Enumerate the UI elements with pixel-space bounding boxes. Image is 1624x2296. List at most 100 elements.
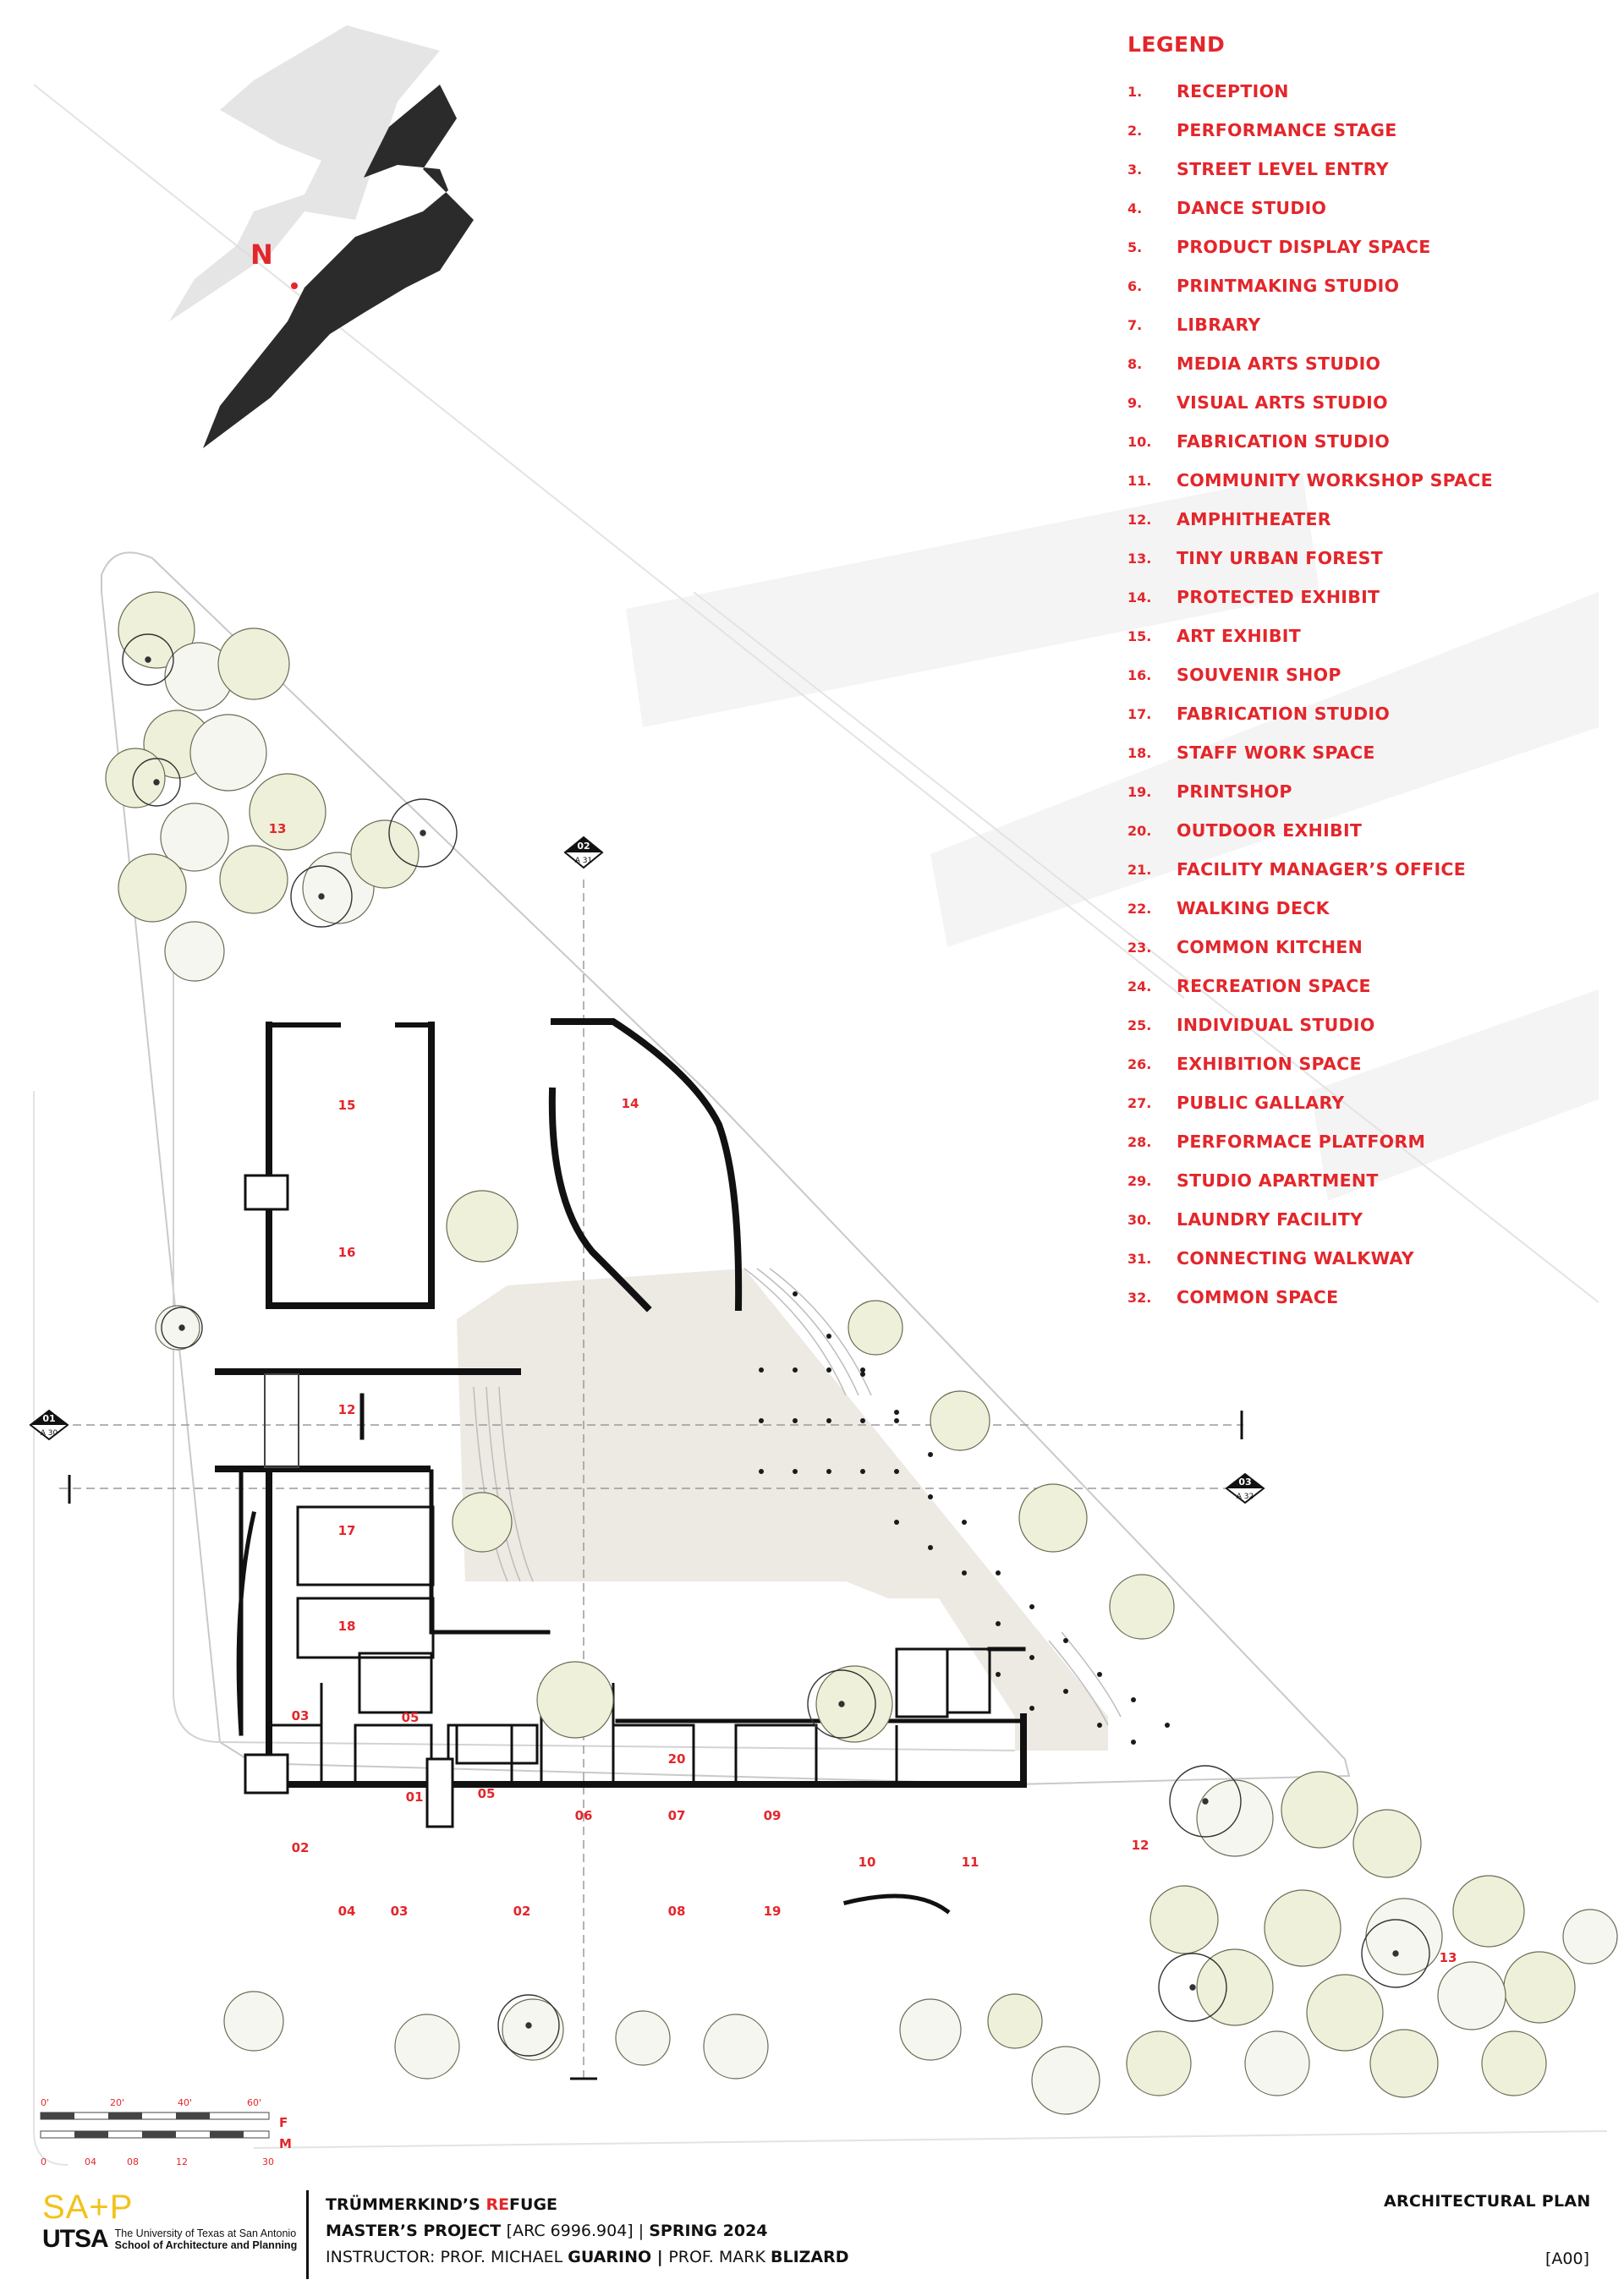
- legend-item-number: 3.: [1127, 161, 1143, 178]
- scale-bar: 0' 20' 40' 60' F M 0 04 08 12 30: [40, 2097, 292, 2167]
- room-label: 07: [668, 1808, 686, 1823]
- legend-item-label: RECREATION SPACE: [1177, 976, 1371, 996]
- legend-item-number: 15.: [1127, 627, 1152, 644]
- room-label: 02: [513, 1904, 531, 1919]
- legend-item-number: 30.: [1127, 1211, 1152, 1228]
- column-grid: [759, 1291, 1170, 1745]
- legend-item-number: 5.: [1127, 238, 1143, 255]
- room-label: 10: [859, 1855, 876, 1870]
- legend-item: 29. STUDIO APARTMENT: [1127, 1161, 1601, 1200]
- legend-item: 10.FABRICATION STUDIO: [1127, 422, 1601, 461]
- legend-item-number: 12.: [1127, 511, 1152, 528]
- room-label: 04: [338, 1904, 356, 1919]
- legend-item: 27.PUBLIC GALLARY: [1127, 1083, 1601, 1122]
- section-marker-01: 01 A 30: [29, 1409, 69, 1441]
- legend-item-number: 29.: [1127, 1172, 1152, 1189]
- room-label: 13: [269, 821, 287, 836]
- legend-item: 15. ART EXHIBIT: [1127, 616, 1601, 655]
- legend-item: 4.DANCE STUDIO: [1127, 189, 1601, 227]
- legend-item-label: PROTECTED EXHIBIT: [1177, 587, 1380, 607]
- svg-text:A 32: A 32: [1237, 1493, 1254, 1501]
- legend-item-label: STAFF WORK SPACE: [1177, 743, 1375, 763]
- ghost-bird-shape: [169, 25, 440, 321]
- legend-item-label: PUBLIC GALLARY: [1177, 1093, 1345, 1113]
- north-arrow-bird: N: [169, 25, 474, 448]
- legend-item-label: ART EXHIBIT: [1177, 626, 1301, 646]
- context-ghost-shapes: [626, 474, 1599, 1201]
- legend-item-number: 13.: [1127, 550, 1152, 567]
- project-course: MASTER’S PROJECT [ARC 6996.904] | SPRING…: [326, 2222, 768, 2240]
- legend-item: 25. INDIVIDUAL STUDIO: [1127, 1006, 1601, 1044]
- legend-item-number: 16.: [1127, 666, 1152, 683]
- scale-ft-label: 40': [178, 2097, 192, 2108]
- svg-text:A 30: A 30: [41, 1429, 58, 1438]
- svg-text:A 31: A 31: [575, 857, 592, 865]
- legend-item-label: FABRICATION STUDIO: [1177, 431, 1391, 452]
- legend-item: 31. CONNECTING WALKWAY: [1127, 1239, 1601, 1278]
- sap-logo-mark: SA+P: [42, 2189, 134, 2226]
- legend-item: 5.PRODUCT DISPLAY SPACE: [1127, 227, 1601, 266]
- utsa-logo-mark: UTSA: [42, 2225, 109, 2253]
- legend-item-label: AMPHITHEATER: [1177, 509, 1331, 529]
- legend-item-label: CONNECTING WALKWAY: [1177, 1248, 1414, 1269]
- legend-item-number: 28.: [1127, 1133, 1152, 1150]
- room-label: 16: [338, 1245, 356, 1260]
- legend-item: 7.LIBRARY: [1127, 305, 1601, 344]
- legend-item-label: RECEPTION: [1177, 81, 1289, 101]
- legend-item-number: 2.: [1127, 122, 1143, 139]
- room-label: 05: [402, 1710, 420, 1725]
- legend-item: 28. PERFORMACE PLATFORM: [1127, 1122, 1601, 1161]
- stair-core: [244, 1174, 289, 1211]
- legend-item-label: FACILITY MANAGER’S OFFICE: [1177, 859, 1467, 879]
- legend-item: 14.PROTECTED EXHIBIT: [1127, 578, 1601, 616]
- inner-path-line: [173, 964, 1016, 1751]
- stair-core: [264, 1373, 299, 1468]
- legend-item-label: FABRICATION STUDIO: [1177, 704, 1391, 724]
- room-label: 17: [338, 1523, 356, 1538]
- legend-item-number: 8.: [1127, 355, 1143, 372]
- legend-item-number: 17.: [1127, 705, 1152, 722]
- legend-item-number: 19.: [1127, 783, 1152, 800]
- legend-item-label: WALKING DECK: [1177, 898, 1330, 918]
- scale-ft-label: 20': [110, 2097, 124, 2108]
- context-lines: [33, 84, 1608, 2166]
- room-label: 01: [406, 1789, 424, 1805]
- room-label: 03: [391, 1904, 409, 1919]
- site-boundary: [101, 551, 1351, 1786]
- legend-item-label: MEDIA ARTS STUDIO: [1177, 353, 1381, 374]
- interior-partitions: [269, 1505, 991, 1786]
- legend-item-number: 31.: [1127, 1250, 1152, 1267]
- legend-item-label: LAUNDRY FACILITY: [1177, 1209, 1363, 1230]
- palm-trees: [122, 633, 1430, 2057]
- section-marker-03: 03 A 32: [1225, 1472, 1265, 1504]
- room-label: 02: [292, 1840, 310, 1855]
- room-labels: 15 16 14 12 17 18 03 05 02 04 03 01 05 0…: [269, 821, 1457, 1965]
- legend-item-label: DANCE STUDIO: [1177, 198, 1327, 218]
- legend-item-number: 7.: [1127, 316, 1143, 333]
- room-label: 19: [764, 1904, 782, 1919]
- room-label: 08: [668, 1904, 686, 1919]
- legend-item-number: 25.: [1127, 1016, 1152, 1033]
- legend-item-label: STUDIO APARTMENT: [1177, 1170, 1379, 1191]
- room-label: 14: [622, 1096, 639, 1111]
- legend-item: 26.EXHIBITION SPACE: [1127, 1044, 1601, 1083]
- legend-item: 19.PRINTSHOP: [1127, 772, 1601, 811]
- svg-text:02: 02: [577, 841, 590, 852]
- outdoor-exhibit-plaza: [457, 1269, 1108, 1751]
- svg-text:01: 01: [42, 1413, 55, 1424]
- legend-item-label: COMMON KITCHEN: [1177, 937, 1363, 957]
- legend-item-label: INDIVIDUAL STUDIO: [1177, 1015, 1375, 1035]
- university-name: The University of Texas at San Antonio: [114, 2228, 297, 2239]
- legend-item: 3.STREET LEVEL ENTRY: [1127, 150, 1601, 189]
- legend-item-number: 9.: [1127, 394, 1143, 411]
- legend-item-label: PERFORMACE PLATFORM: [1177, 1132, 1426, 1152]
- legend-item-label: EXHIBITION SPACE: [1177, 1054, 1362, 1074]
- legend-item-label: OUTDOOR EXHIBIT: [1177, 820, 1363, 841]
- legend-item-number: 20.: [1127, 822, 1152, 839]
- legend-item-number: 24.: [1127, 978, 1152, 995]
- landscape-trees: [105, 591, 1618, 2115]
- legend-item: 6.PRINTMAKING STUDIO: [1127, 266, 1601, 305]
- legend-item: 12. AMPHITHEATER: [1127, 500, 1601, 539]
